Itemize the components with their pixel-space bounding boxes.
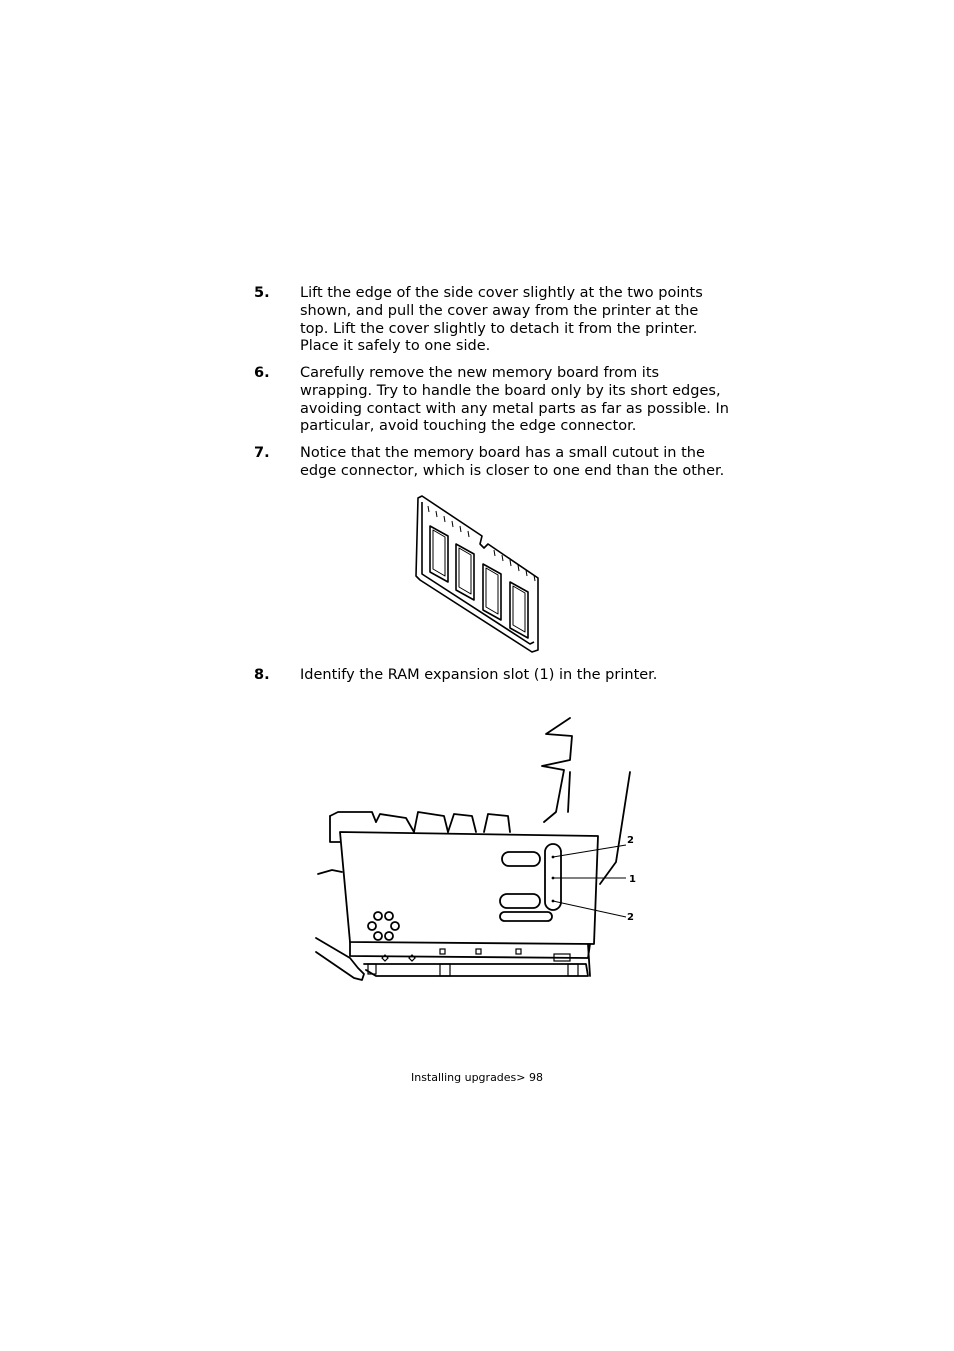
step-text: Lift the edge of the side cover slightly… — [300, 285, 703, 355]
step-number: 8. — [254, 667, 270, 683]
step-7: 7. Notice that the memory board has a sm… — [254, 445, 734, 481]
callout-2-bottom: 2 — [627, 912, 634, 923]
printer-ram-slot-illustration: 2 1 2 — [315, 717, 636, 981]
step-number: 7. — [254, 445, 270, 461]
callout-1: 1 — [629, 874, 636, 885]
memory-board-illustration — [415, 495, 539, 653]
step-6: 6. Carefully remove the new memory board… — [254, 365, 734, 437]
step-number: 5. — [254, 285, 270, 301]
step-8: 8. Identify the RAM expansion slot (1) i… — [254, 667, 734, 685]
callout-2-top: 2 — [627, 835, 634, 846]
step-5: 5. Lift the edge of the side cover sligh… — [254, 285, 734, 357]
step-text: Notice that the memory board has a small… — [300, 445, 725, 479]
step-text: Carefully remove the new memory board fr… — [300, 365, 729, 435]
step-number: 6. — [254, 365, 270, 381]
step-text: Identify the RAM expansion slot (1) in t… — [300, 667, 658, 683]
page-footer: Installing upgrades> 98 — [410, 1071, 543, 1084]
